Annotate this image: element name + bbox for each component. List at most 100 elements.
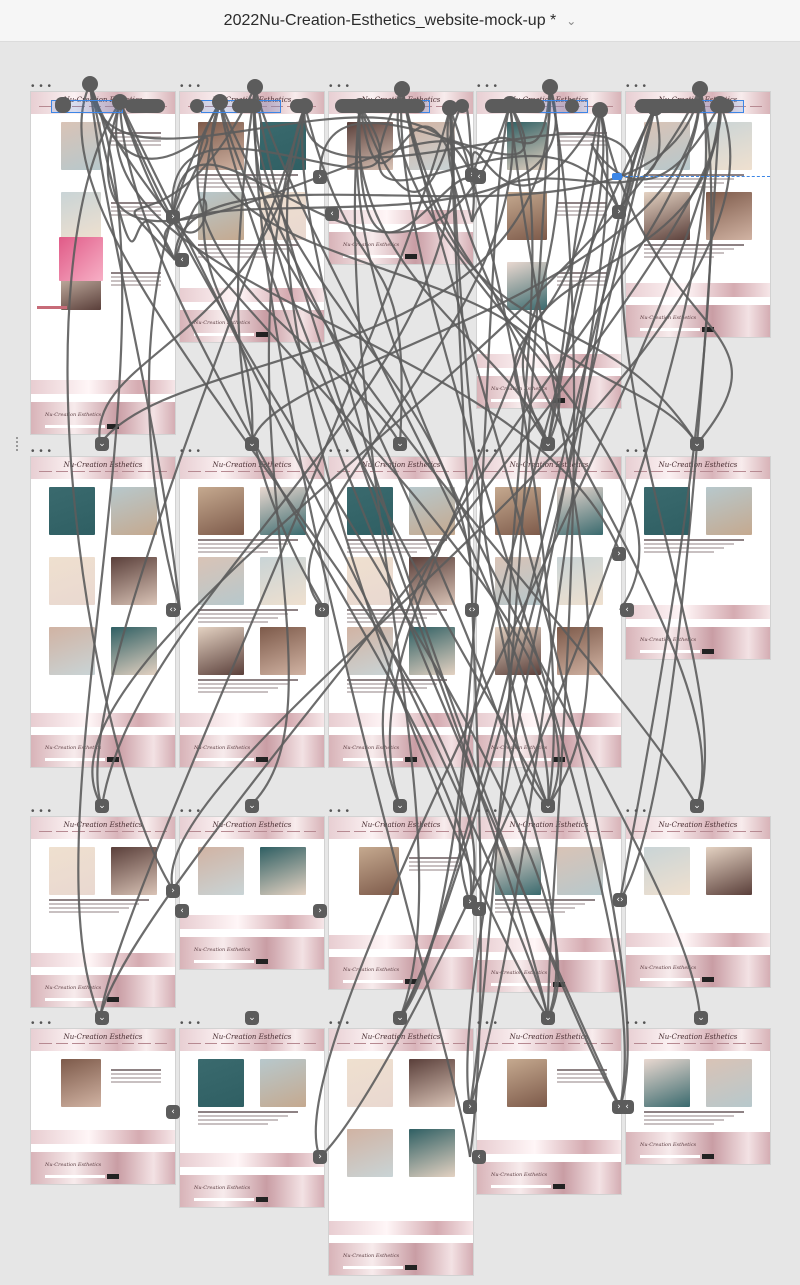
link-hotspot[interactable] (565, 99, 579, 113)
artboard-menu-icon[interactable]: • • • (626, 806, 648, 817)
back-link-icon[interactable]: ‹ (620, 1100, 634, 1114)
forward-link-icon[interactable]: › (313, 170, 327, 184)
link-hotspot[interactable] (485, 99, 545, 113)
back-link-icon[interactable]: ‹ (175, 253, 189, 267)
body-text-line (557, 132, 607, 134)
link-hotspot[interactable] (335, 99, 425, 113)
down-link-icon[interactable]: ⌄ (95, 1011, 109, 1025)
forward-link-icon[interactable]: › (463, 1100, 477, 1114)
artboard-nav (485, 831, 613, 834)
back-link-icon[interactable]: ‹ (620, 603, 634, 617)
forward-link-icon[interactable]: › (313, 1150, 327, 1164)
both-link-icon[interactable]: ‹› (166, 603, 180, 617)
product-image (61, 1059, 101, 1107)
body-text-line (495, 907, 575, 909)
down-link-icon[interactable]: ⌄ (393, 1011, 407, 1025)
document-title[interactable]: 2022Nu-Creation-Esthetics_website-mock-u… (223, 11, 557, 29)
down-link-icon[interactable]: ⌄ (393, 437, 407, 451)
forward-link-icon[interactable]: › (313, 904, 327, 918)
artboard-menu-icon[interactable]: • • • (31, 806, 53, 817)
back-link-icon[interactable]: ‹ (472, 170, 486, 184)
artboard-menu-icon[interactable]: • • • (477, 446, 499, 457)
back-link-icon[interactable]: ‹ (166, 1105, 180, 1119)
down-link-icon[interactable]: ⌄ (541, 437, 555, 451)
forward-link-icon[interactable]: › (612, 205, 626, 219)
both-link-icon[interactable]: ‹› (465, 603, 479, 617)
down-link-icon[interactable]: ⌄ (541, 799, 555, 813)
down-link-icon[interactable]: ⌄ (393, 799, 407, 813)
chevron-down-icon[interactable]: ⌄ (566, 13, 577, 28)
down-link-icon[interactable]: ⌄ (690, 437, 704, 451)
artboard-menu-icon[interactable]: • • • (31, 81, 53, 92)
link-hotspot[interactable] (190, 99, 204, 113)
forward-link-icon[interactable]: › (612, 547, 626, 561)
artboard-menu-icon[interactable]: • • • (477, 81, 499, 92)
artboard-menu-icon[interactable]: • • • (180, 446, 202, 457)
artboard-menu-icon[interactable]: • • • (180, 81, 202, 92)
down-link-icon[interactable]: ⌄ (245, 799, 259, 813)
product-image (409, 627, 455, 675)
link-hotspot[interactable] (232, 99, 262, 113)
artboard-menu-icon[interactable]: • • • (180, 1018, 202, 1029)
forward-link-icon[interactable]: › (166, 210, 180, 224)
link-hotspot[interactable] (55, 97, 71, 113)
artboard-logo: Nu-Creation Esthetics (361, 821, 441, 829)
link-hotspot[interactable] (635, 99, 705, 113)
artboard-menu-icon[interactable]: • • • (626, 446, 648, 457)
link-hotspot[interactable] (455, 99, 469, 113)
down-link-icon[interactable]: ⌄ (245, 1011, 259, 1025)
artboard-menu-icon[interactable]: • • • (477, 1018, 499, 1029)
artboard-menu-icon[interactable]: • • • (626, 81, 648, 92)
link-hotspot[interactable] (125, 99, 165, 113)
both-link-icon[interactable]: ‹› (613, 893, 627, 907)
footer-logo: Nu-Creation Esthetics (640, 315, 697, 321)
artboard-menu-icon[interactable]: • • • (329, 446, 351, 457)
down-link-icon[interactable]: ⌄ (541, 1011, 555, 1025)
back-link-icon[interactable]: ‹ (175, 904, 189, 918)
down-link-icon[interactable]: ⌄ (95, 799, 109, 813)
artboard-menu-icon[interactable]: • • • (329, 1018, 351, 1029)
artboard-header: Nu-Creation Esthetics (626, 1029, 770, 1051)
artboard-menu-icon[interactable]: • • • (329, 806, 351, 817)
link-hotspot[interactable] (290, 99, 312, 113)
newsletter-field (194, 333, 254, 336)
artboard-menu-icon[interactable]: • • • (477, 806, 499, 817)
footer-logo: Nu-Creation Esthetics (343, 745, 400, 751)
both-link-icon[interactable]: ‹› (315, 603, 329, 617)
artboard-menu-icon[interactable]: • • • (31, 1018, 53, 1029)
down-link-icon[interactable]: ⌄ (690, 799, 704, 813)
artboard-menu-icon[interactable]: • • • (180, 806, 202, 817)
link-hotspot[interactable] (710, 99, 734, 113)
artboard-menu-icon[interactable]: • • • (626, 1018, 648, 1029)
down-link-icon[interactable]: ⌄ (694, 1011, 708, 1025)
back-link-icon[interactable]: ‹ (472, 1150, 486, 1164)
back-link-icon[interactable]: ‹ (472, 902, 486, 916)
down-link-icon[interactable]: ⌄ (95, 437, 109, 451)
forward-link-icon[interactable]: › (166, 884, 180, 898)
down-link-icon[interactable]: ⌄ (245, 437, 259, 451)
artboard-menu-icon[interactable]: • • • (31, 446, 53, 457)
artboard-menu-icon[interactable]: • • • (329, 81, 351, 92)
back-link-icon[interactable]: ‹ (325, 207, 339, 221)
